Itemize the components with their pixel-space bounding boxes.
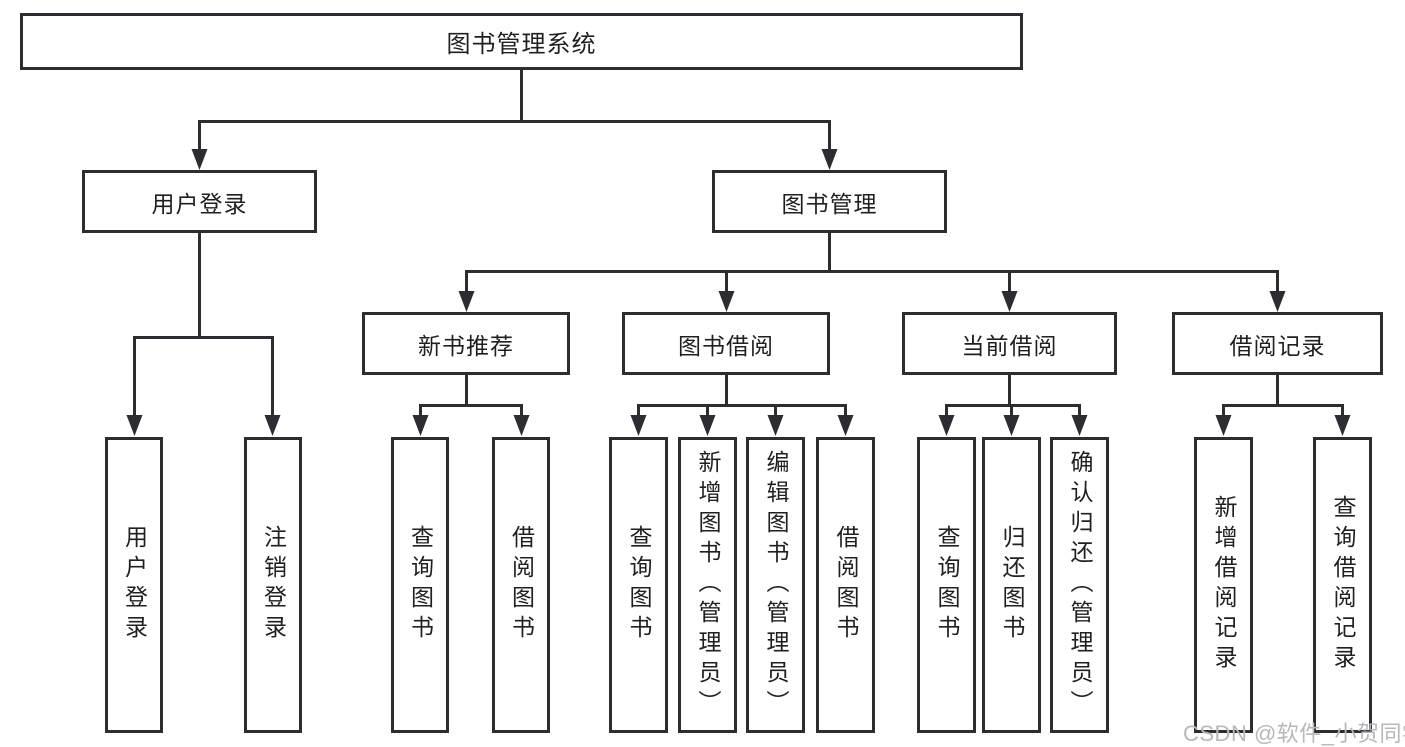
node-leaf-edit-books-admin: 编辑图书（管理员） bbox=[746, 437, 805, 733]
node-book-management: 图书管理 bbox=[712, 170, 947, 233]
node-new-book-recommendation: 新书推荐 bbox=[362, 312, 570, 375]
node-leaf-query-books-borrow: 查询图书 bbox=[609, 437, 668, 733]
node-leaf-borrow-books-recommend: 借阅图书 bbox=[492, 437, 550, 733]
node-leaf-add-borrow-record: 新增借阅记录 bbox=[1194, 437, 1253, 733]
node-library-management-system: 图书管理系统 bbox=[20, 13, 1023, 70]
node-user-login: 用户登录 bbox=[82, 170, 317, 233]
node-current-borrowing: 当前借阅 bbox=[902, 312, 1117, 375]
node-leaf-user-login: 用户登录 bbox=[105, 437, 163, 733]
node-book-borrowing: 图书借阅 bbox=[622, 312, 830, 375]
node-leaf-query-books-current: 查询图书 bbox=[917, 437, 976, 733]
csdn-watermark: CSDN @软件_小贺同学 bbox=[1183, 721, 1405, 746]
node-leaf-logout: 注销登录 bbox=[244, 437, 302, 733]
node-leaf-query-borrow-record: 查询借阅记录 bbox=[1313, 437, 1372, 733]
node-leaf-borrow-books: 借阅图书 bbox=[816, 437, 875, 733]
node-leaf-return-books: 归还图书 bbox=[982, 437, 1041, 733]
node-borrowing-records: 借阅记录 bbox=[1172, 312, 1383, 375]
node-leaf-add-books-admin: 新增图书（管理员） bbox=[678, 437, 737, 733]
node-leaf-confirm-return-admin: 确认归还（管理员） bbox=[1050, 437, 1109, 733]
node-leaf-query-books-recommend: 查询图书 bbox=[391, 437, 449, 733]
